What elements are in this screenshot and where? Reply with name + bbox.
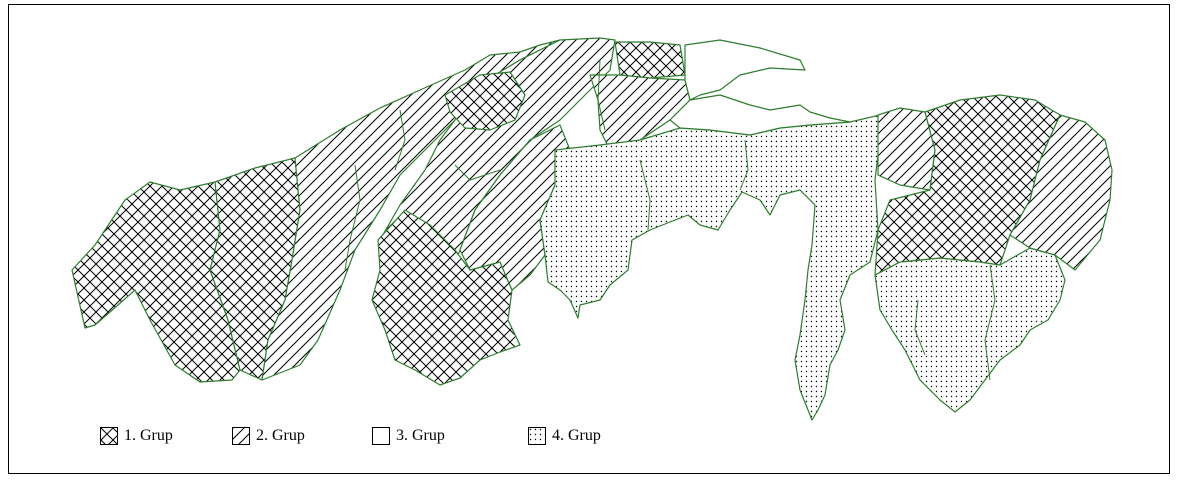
inner-border-7	[639, 159, 651, 231]
legend-item-group-3: 3. Grup	[372, 427, 528, 445]
district-north-crosshatch	[444, 71, 526, 131]
district-top-crosshatch	[614, 41, 686, 79]
district-port-blank	[684, 39, 806, 101]
district-port-blank-2	[669, 94, 851, 136]
district-coast-diagonal-west	[261, 39, 561, 381]
inner-border-2	[394, 109, 406, 171]
legend-item-group-4: 4. Grup	[528, 427, 648, 445]
district-dotted-center	[539, 114, 881, 421]
inner-border-1	[344, 164, 361, 271]
district-center-crosshatch	[371, 209, 521, 386]
legend-label-group-3: 3. Grup	[396, 427, 445, 444]
inner-border-8	[454, 164, 501, 181]
district-east-diagonal-1	[877, 107, 936, 191]
legend-label-group-2: 2. Grup	[256, 427, 305, 444]
inner-border-6	[914, 299, 926, 356]
inner-border-5	[984, 264, 996, 381]
diagonal-swatch-icon	[232, 427, 250, 445]
inner-border-3	[597, 59, 606, 131]
legend-item-group-2: 2. Grup	[232, 427, 372, 445]
district-dotted-southeast	[874, 247, 1066, 413]
legend-item-group-1: 1. Grup	[100, 427, 232, 445]
blank-swatch-icon	[372, 427, 390, 445]
district-east-crosshatch	[874, 94, 1061, 276]
legend-label-group-1: 1. Grup	[124, 427, 173, 444]
dots-swatch-icon	[528, 427, 546, 445]
inner-border-4	[739, 139, 749, 191]
district-east-diagonal-2	[1009, 114, 1113, 271]
crosshatch-swatch-icon	[100, 427, 118, 445]
legend-label-group-4: 4. Grup	[552, 427, 601, 444]
map-legend: 1. Grup 2. Grup 3. Grup 4. Grup	[100, 425, 648, 447]
